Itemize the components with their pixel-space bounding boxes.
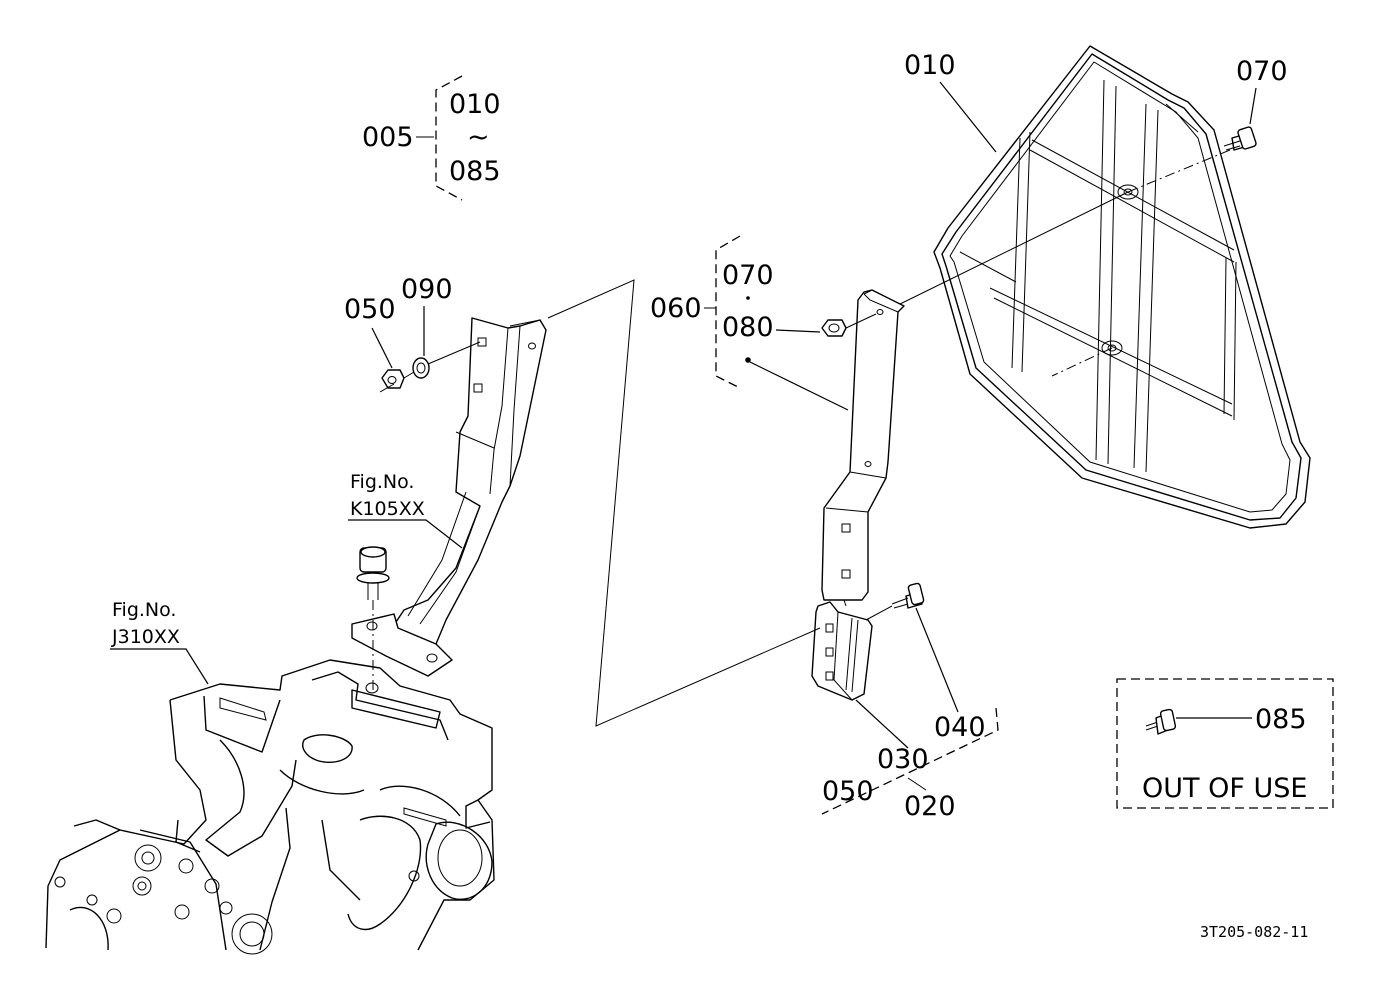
bolt-085 [1145,708,1177,735]
mounting-bolt [356,546,390,694]
bracket-030 [811,599,873,701]
callout-040-label: 040 [934,712,986,743]
callout-030: 030 [855,699,929,775]
callout-040: 040 [915,607,986,743]
callout-050-left-label: 050 [344,294,396,325]
callout-050-bottom-label: 050 [822,776,874,807]
callout-060-item-b: 080 [722,312,774,343]
k105-ref-prefix: Fig.No. [350,471,414,493]
stay-bracket-060 [821,289,905,601]
bolt-070 [1223,126,1257,151]
callout-020-label: 020 [904,791,956,822]
j310-ref-number: J310XX [111,626,180,648]
washer-090 [412,357,430,379]
out-of-use-text: OUT OF USE [1142,773,1307,804]
callout-005-range-end: 085 [449,156,501,187]
bracket-arm [351,317,547,677]
k105-ref-number: K105XX [350,498,425,520]
diagram-reference-code: 3T205-082-11 [1200,923,1308,941]
j310-ref-prefix: Fig.No. [112,599,176,621]
callout-k105: Fig.No. K105XX [348,471,463,549]
callout-090: 090 [401,274,453,356]
nut-080 [775,313,877,337]
callout-060-number: 060 [650,293,702,324]
callout-060-dot [745,357,751,363]
callout-005-range-start: 010 [449,89,501,120]
callout-070-label: 070 [1236,56,1288,87]
callout-050-left: 050 [344,294,396,369]
group-callout-005: 005 010 ~ 085 [362,75,501,201]
air-guide-panel-010 [933,45,1311,529]
stay-callout-060: 060 070 080 [650,235,849,411]
callout-030-label: 030 [877,744,929,775]
callout-005-range-separator: ~ [467,122,490,153]
callout-085-label: 085 [1255,704,1307,735]
callout-010: 010 [904,50,997,153]
callout-070: 070 [1236,56,1288,125]
nut-050 [381,369,405,389]
bolt-040 [865,582,925,621]
callout-j310: Fig.No. J310XX [110,599,209,685]
callout-090-label: 090 [401,274,453,305]
callout-010-label: 010 [904,50,956,81]
bracket-group-callout: 050 020 [821,707,999,822]
callout-005-number: 005 [362,122,414,153]
out-of-use-box: 085 OUT OF USE [1116,678,1334,809]
transmission-case [45,659,495,955]
callout-060-item-a: 070 [722,260,774,291]
